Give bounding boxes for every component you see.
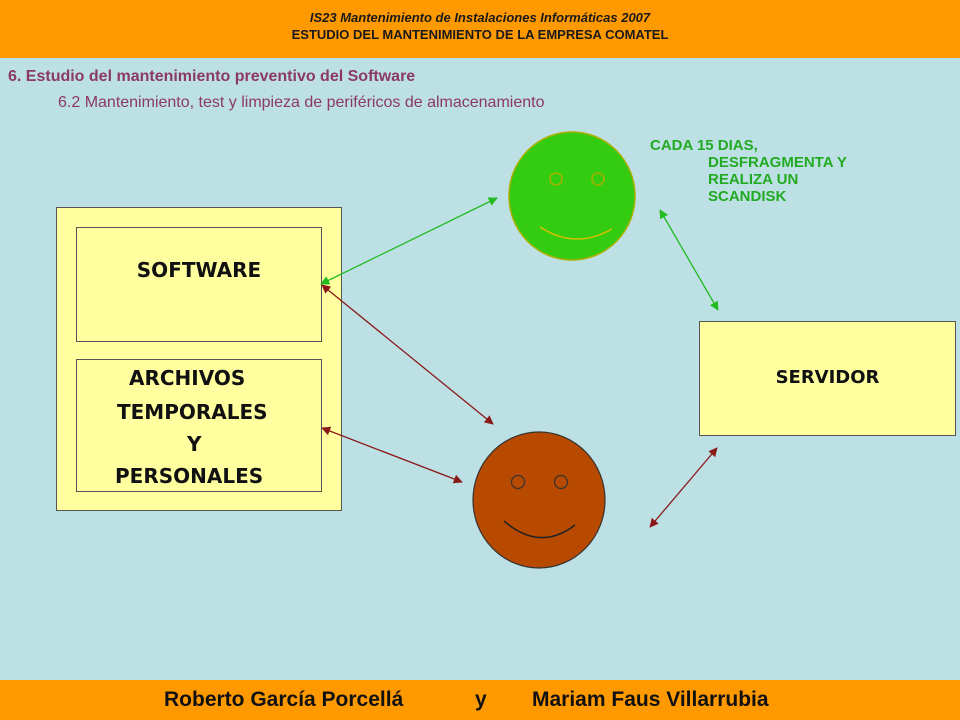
- brown-smiley-icon: [472, 431, 606, 569]
- author-connector: y: [475, 688, 487, 711]
- arrow-brown-to-servidor: [649, 447, 718, 528]
- study-title: ESTUDIO DEL MANTENIMIENTO DE LA EMPRESA …: [291, 27, 669, 42]
- arrow-software-to-brown: [321, 284, 494, 425]
- arrow-archivos-to-brown: [321, 426, 463, 484]
- arrow-green-to-servidor: [659, 209, 719, 311]
- note-line-3: REALIZA UN: [708, 171, 799, 188]
- arrow-software-to-green: [320, 197, 498, 285]
- note-line-4: SCANDISK: [708, 188, 787, 205]
- archivos-box: ARCHIVOS TEMPORALES Y PERSONALES: [76, 359, 322, 492]
- servidor-label: SERVIDOR: [775, 367, 880, 388]
- author-2: Mariam Faus Villarrubia: [532, 688, 769, 711]
- course-title: IS23 Mantenimiento de Instalaciones Info…: [309, 10, 651, 25]
- archivos-line-1: ARCHIVOS: [129, 366, 246, 390]
- archivos-line-2: TEMPORALES: [117, 400, 268, 424]
- servidor-box: SERVIDOR: [699, 321, 956, 436]
- footer-bar: Roberto García Porcellá y Mariam Faus Vi…: [0, 680, 960, 720]
- section-title: 6. Estudio del mantenimiento preventivo …: [8, 68, 416, 85]
- software-label: SOFTWARE: [136, 258, 262, 282]
- maintenance-note: CADA 15 DIAS, DESFRAGMENTA Y REALIZA UN …: [650, 137, 847, 205]
- archivos-line-4: PERSONALES: [115, 464, 264, 488]
- archivos-line-3: Y: [187, 432, 202, 456]
- note-line-1: CADA 15 DIAS,: [650, 137, 758, 154]
- header-bar: IS23 Mantenimiento de Instalaciones Info…: [0, 0, 960, 58]
- green-smiley-icon: [508, 131, 636, 261]
- author-1: Roberto García Porcellá: [164, 688, 404, 711]
- section-subtitle: 6.2 Mantenimiento, test y limpieza de pe…: [58, 94, 545, 111]
- note-line-2: DESFRAGMENTA Y: [708, 154, 847, 171]
